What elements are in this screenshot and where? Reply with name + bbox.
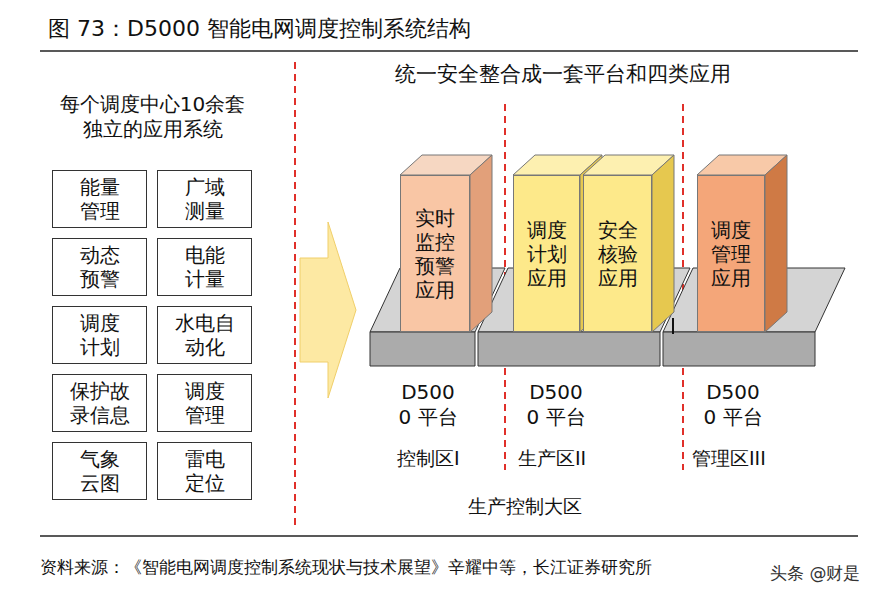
- box-text: 动态预警: [80, 243, 120, 291]
- divider-lines: [295, 62, 683, 530]
- system-box: 保护故录信息: [52, 374, 147, 432]
- box-text: 电能计量: [185, 243, 225, 291]
- box-text: 调度计划: [80, 311, 120, 359]
- box-3d-faces: [400, 155, 787, 332]
- app-box: 调度管理应用: [697, 175, 765, 332]
- box-text: 雷电定位: [185, 447, 225, 495]
- column-heading: 每个调度中心10余套 独立的应用系统: [55, 92, 250, 142]
- system-box: 调度管理: [157, 374, 252, 432]
- watermark: 头条 @财是: [770, 562, 860, 585]
- zone-label: 生产区II: [518, 446, 586, 472]
- box-text: 水电自动化: [175, 311, 235, 359]
- box-text: 广域测量: [185, 175, 225, 223]
- box-text: 能量管理: [80, 175, 120, 223]
- app-box: 实时监控预警应用: [400, 175, 470, 332]
- box-text: 气象云图: [80, 447, 120, 495]
- box-text: 调度计划应用: [527, 218, 567, 290]
- system-box: 动态预警: [52, 238, 147, 296]
- zone-label: 管理区III: [692, 446, 766, 472]
- platform-label: D5000 平台: [525, 380, 587, 430]
- column-heading: 统一安全整合成一套平台和四类应用: [395, 60, 731, 88]
- rule-line: [40, 50, 858, 52]
- platform-label: D5000 平台: [397, 380, 459, 430]
- system-box: 气象云图: [52, 442, 147, 500]
- app-box: 安全核验应用: [583, 175, 652, 332]
- zone-label: 控制区I: [397, 446, 460, 472]
- box-text: 调度管理: [185, 379, 225, 427]
- box-text: 实时监控预警应用: [415, 206, 455, 302]
- box-text: 安全核验应用: [598, 218, 638, 290]
- platform-label: D5000 平台: [702, 380, 764, 430]
- app-box: 调度计划应用: [513, 175, 580, 332]
- zone-label: 生产控制大区: [468, 494, 582, 520]
- big-arrow: [300, 222, 356, 398]
- system-box: 水电自动化: [157, 306, 252, 364]
- rule-line: [40, 535, 858, 537]
- system-box: 雷电定位: [157, 442, 252, 500]
- box-text: 保护故录信息: [70, 379, 130, 427]
- system-box: 广域测量: [157, 170, 252, 228]
- caption: 资料来源：《智能电网调度控制系统现状与技术展望》辛耀中等，长江证券研究所: [40, 556, 652, 579]
- system-box: 电能计量: [157, 238, 252, 296]
- title: 图 73：D5000 智能电网调度控制系统结构: [48, 14, 471, 44]
- system-box: 能量管理: [52, 170, 147, 228]
- system-box: 调度计划: [52, 306, 147, 364]
- box-text: 调度管理应用: [711, 218, 751, 290]
